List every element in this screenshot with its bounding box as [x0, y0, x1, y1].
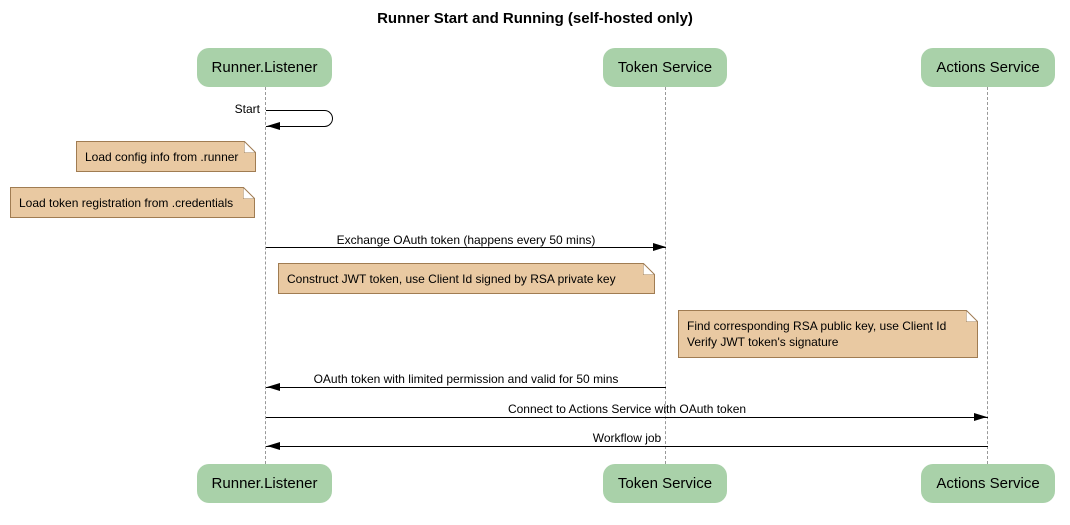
arrowhead-left-icon	[267, 383, 280, 391]
message-line	[266, 247, 666, 248]
self-message-loop	[266, 110, 333, 127]
note-fold-icon	[643, 263, 655, 275]
note-fold-icon	[966, 310, 978, 322]
participant-bottom-actions-service: Actions Service	[921, 464, 1055, 503]
note-text-line: Verify JWT token's signature	[687, 335, 839, 349]
message-line	[266, 446, 988, 447]
lifeline-runner-listener	[265, 87, 266, 464]
diagram-title: Runner Start and Running (self-hosted on…	[377, 10, 693, 27]
lifeline-actions-service	[987, 87, 988, 464]
note-construct-jwt: Construct JWT token, use Client Id signe…	[278, 263, 655, 294]
note-text: Construct JWT token, use Client Id signe…	[287, 271, 616, 286]
note-load-config: Load config info from .runner	[76, 141, 256, 172]
note-load-token-registration: Load token registration from .credential…	[10, 187, 255, 218]
participant-label: Actions Service	[936, 59, 1040, 76]
participant-top-actions-service: Actions Service	[921, 48, 1055, 87]
arrowhead-right-icon	[653, 243, 666, 251]
participant-label: Runner.Listener	[211, 59, 318, 76]
message-label-oauth-return: OAuth token with limited permission and …	[313, 372, 619, 386]
note-text-line: Find corresponding RSA public key, use C…	[687, 319, 947, 333]
message-label-exchange-oauth: Exchange OAuth token (happens every 50 m…	[336, 233, 596, 247]
arrowhead-right-icon	[974, 413, 987, 421]
lifeline-token-service	[665, 87, 666, 464]
participant-top-token-service: Token Service	[603, 48, 727, 87]
participant-label: Token Service	[617, 475, 713, 492]
arrowhead-left-icon	[267, 442, 280, 450]
message-line	[266, 387, 666, 388]
participant-label: Token Service	[617, 59, 713, 76]
participant-label: Actions Service	[936, 475, 1040, 492]
note-fold-icon	[244, 141, 256, 153]
participant-label: Runner.Listener	[211, 475, 318, 492]
note-text: Load config info from .runner	[85, 149, 239, 164]
message-line	[266, 417, 988, 418]
note-find-rsa-public-key: Find corresponding RSA public key, use C…	[678, 310, 978, 358]
participant-bottom-token-service: Token Service	[603, 464, 727, 503]
participant-top-runner-listener: Runner.Listener	[197, 48, 332, 87]
message-label-connect-actions: Connect to Actions Service with OAuth to…	[507, 402, 747, 416]
note-text: Load token registration from .credential…	[19, 195, 234, 210]
arrowhead-left-icon	[267, 122, 280, 130]
participant-bottom-runner-listener: Runner.Listener	[197, 464, 332, 503]
message-label-workflow-job: Workflow job	[592, 431, 662, 445]
note-fold-icon	[243, 187, 255, 199]
message-label-start: Start	[234, 102, 260, 116]
